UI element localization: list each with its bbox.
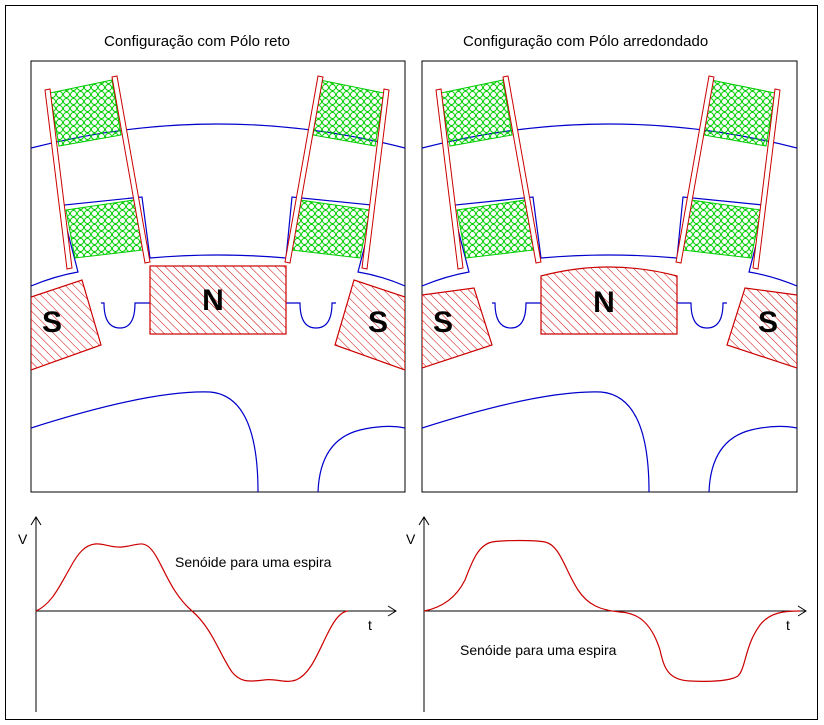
y-axis-arrow <box>418 516 430 526</box>
waveform-straight-pole <box>35 543 349 683</box>
coil-bar <box>111 75 151 264</box>
rotor-arc-right <box>708 425 797 492</box>
slot-cup-left <box>101 302 150 329</box>
x-axis-arrow <box>797 605 807 617</box>
slot-cup-right <box>677 302 727 329</box>
rotor-arc-left <box>422 391 650 492</box>
slot-cup-right <box>286 302 336 329</box>
winding-bottom-left <box>65 199 144 259</box>
north-pole-magnet-rounded <box>540 266 678 335</box>
waveform-caption: Senóide para uma espira <box>460 642 617 658</box>
north-pole-magnet <box>149 265 287 335</box>
waveform-rounded-pole <box>423 539 801 682</box>
coil-bar <box>752 88 781 270</box>
south-pole-magnet-left <box>422 287 493 369</box>
coil-bar <box>361 88 390 270</box>
south-pole-magnet-right <box>726 287 797 369</box>
north-label: N <box>593 286 615 319</box>
coil-bar <box>284 75 324 264</box>
right-panel: N S S <box>421 60 798 493</box>
winding-bottom-right <box>290 199 371 259</box>
x-axis-label: t <box>786 617 790 633</box>
rotor-arc-right <box>317 425 405 492</box>
coil-bar <box>675 75 715 264</box>
x-axis-label: t <box>368 617 372 633</box>
winding-bottom-right <box>681 199 762 259</box>
left-waveform-graph: V t Senóide para uma espira <box>18 516 397 712</box>
south-label-right: S <box>368 306 388 339</box>
stator-bore <box>422 196 797 287</box>
coil-bar <box>435 88 464 270</box>
winding-bottom-left <box>456 199 535 259</box>
winding-top-left <box>49 79 122 147</box>
winding-top-left <box>440 79 513 147</box>
south-label-right: S <box>758 306 778 339</box>
right-panel-title: Configuração com Pólo arredondado <box>463 33 709 50</box>
south-pole-magnet-right <box>334 279 405 371</box>
left-panel-title: Configuração com Pólo reto <box>104 33 290 50</box>
stator-bore <box>31 196 405 287</box>
waveform-caption: Senóide para uma espira <box>175 554 332 570</box>
south-pole-magnet-left <box>31 279 102 371</box>
south-label-left: S <box>42 306 62 339</box>
slot-cup-left <box>492 302 541 329</box>
right-waveform-graph: V t Senóide para uma espira <box>406 516 807 712</box>
x-axis-arrow <box>387 605 397 617</box>
y-axis-arrow <box>30 516 42 526</box>
left-panel: N S S <box>30 60 406 493</box>
south-label-left: S <box>433 306 453 339</box>
coil-bar <box>44 88 73 270</box>
y-axis-label: V <box>18 531 28 547</box>
rotor-arc-left <box>31 391 259 492</box>
coil-bar <box>502 75 542 264</box>
north-label: N <box>202 284 224 317</box>
y-axis-label: V <box>406 531 416 547</box>
outer-frame <box>5 5 818 720</box>
